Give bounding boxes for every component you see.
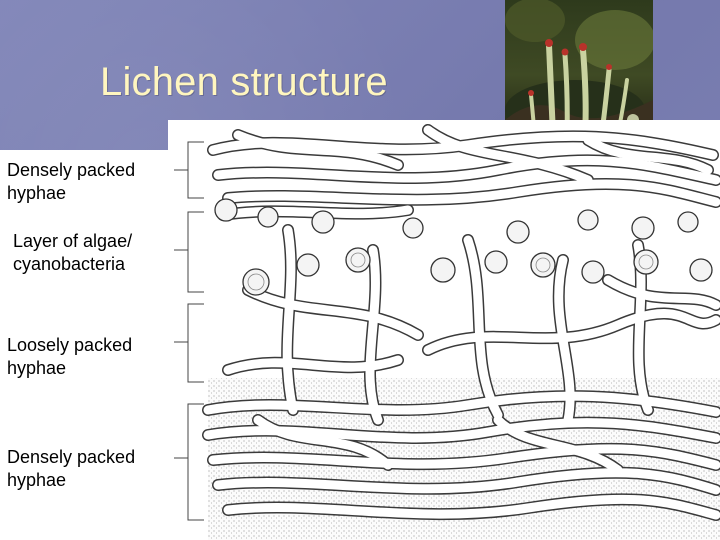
slide-title: Lichen structure [100,60,388,104]
lichen-cross-section-diagram [168,120,720,540]
layer-label-lower-dense-hyphae: Densely packed hyphae [7,447,136,490]
layer-label-upper-dense-hyphae: Densely packed hyphae [7,160,136,203]
layer-labels-panel: Densely packed hyphae Layer of algae/ cy… [0,150,168,540]
layer-label-loose-hyphae: Loosely packed hyphae [7,335,133,378]
layer-label-algae: Layer of algae/ cyanobacteria [13,231,133,274]
